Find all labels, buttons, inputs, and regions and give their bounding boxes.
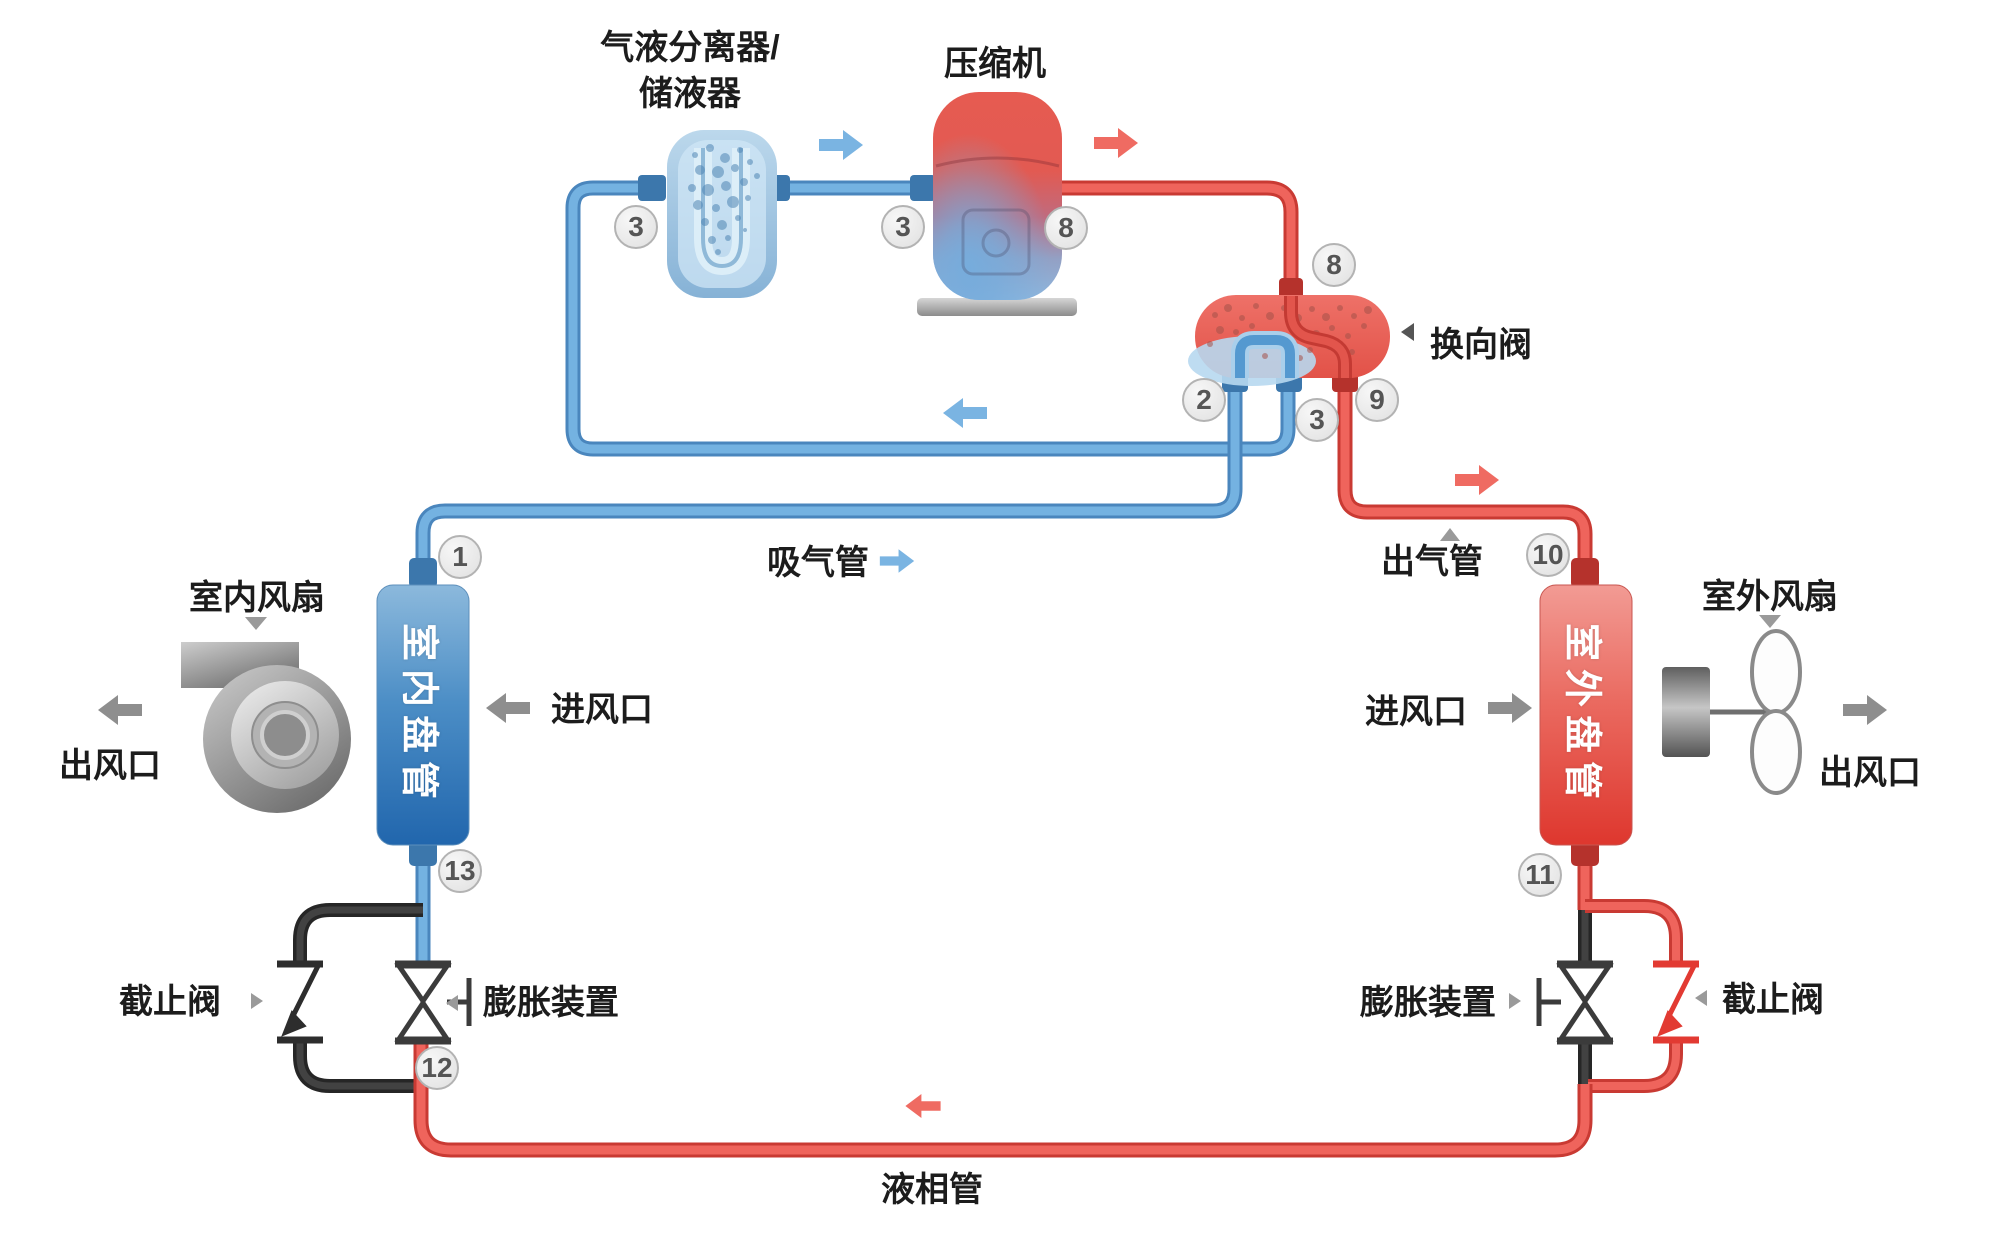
left-bypass-pipe (293, 903, 423, 1093)
separator-label-line2: 储液器 (638, 75, 741, 113)
marker-indoor-bottom: 13 (438, 849, 482, 893)
right-air-inlet-label: 进风口 (1365, 693, 1467, 731)
marker-outdoor-bottom: 11 (1518, 853, 1562, 897)
indoor-fan-icon (181, 642, 351, 813)
marker-indoor-top: 1 (438, 535, 482, 579)
marker-sep-left: 3 (614, 205, 658, 249)
pointer-right-right-expansion-icon (1509, 993, 1521, 1009)
separator-bubbles (688, 144, 760, 255)
indoor-coil-label: 室内盘管 (397, 622, 440, 808)
air-arrow-left-inlet-icon (486, 693, 530, 723)
air-arrow-left-outlet-icon (98, 695, 142, 725)
flow-arrow-discharge-icon (1455, 465, 1499, 495)
discharge-pipe (1040, 180, 1593, 592)
pointer-down-indoor-fan-icon (245, 617, 267, 630)
left-expansion-label: 膨胀装置 (483, 984, 619, 1022)
right-stop-valve-label: 截止阀 (1722, 981, 1824, 1019)
marker-valve-top: 8 (1312, 243, 1356, 287)
separator-label-line1: 气液分离器/ (600, 29, 780, 67)
compressor-vessel (917, 92, 1077, 316)
outdoor-coil-label: 室外盘管 (1560, 622, 1603, 808)
compressor-label: 压缩机 (944, 45, 1046, 83)
reversing-valve-body (1188, 295, 1390, 386)
left-air-outlet-label: 出风口 (59, 747, 161, 785)
discharge-pipe-label: 出气管 (1381, 543, 1483, 581)
indoor-coil (376, 584, 470, 846)
pointer-left-reversing-valve-icon (1401, 323, 1414, 341)
pointer-left-right-stop-icon (1695, 990, 1707, 1006)
pointer-down-outdoor-fan-icon (1759, 615, 1781, 628)
marker-comp-left: 3 (881, 205, 925, 249)
flow-arrow-return-icon (943, 398, 987, 428)
right-expansion-label: 膨胀装置 (1360, 984, 1496, 1022)
marker-outdoor-top: 10 (1526, 533, 1570, 577)
marker-comp-right: 8 (1044, 206, 1088, 250)
left-stop-valve-label: 截止阀 (119, 983, 221, 1021)
left-stop-valve-icon (277, 960, 323, 1044)
right-air-outlet-label: 出风口 (1819, 754, 1921, 792)
air-arrow-right-outlet-icon (1843, 695, 1887, 725)
suction-return-pipe (565, 180, 1296, 457)
left-air-inlet-label: 进风口 (551, 691, 653, 729)
flow-arrow-liquid-icon (905, 1094, 941, 1118)
marker-port-2: 2 (1182, 378, 1226, 422)
pointer-up-discharge-icon (1440, 528, 1460, 541)
pointer-right-left-stop-icon (251, 993, 263, 1009)
marker-port-3: 3 (1295, 398, 1339, 442)
right-expansion-valve-icon (1536, 960, 1614, 1045)
marker-port-9: 9 (1355, 378, 1399, 422)
separator-label: 气液分离器/ 储液器 (600, 25, 779, 117)
liquid-pipe-label: 液相管 (881, 1171, 983, 1209)
suction-pipe-label: 吸气管 (767, 544, 869, 582)
separator-vessel (667, 130, 777, 298)
outdoor-coil (1539, 584, 1633, 846)
left-expansion-valve-icon (394, 960, 472, 1045)
marker-expansion-out: 12 (415, 1046, 459, 1090)
flow-arrow-sep-to-comp-icon (819, 130, 863, 160)
indoor-fan-label: 室内风扇 (189, 579, 325, 617)
outdoor-fan-label: 室外风扇 (1702, 578, 1838, 616)
reversing-valve-label: 换向阀 (1430, 326, 1532, 364)
outdoor-fan-icon (1662, 629, 1802, 795)
suction-pipe (415, 383, 1243, 966)
flow-arrow-suction-icon (879, 549, 915, 573)
liquid-line-pipe (413, 838, 1683, 1158)
pointer-left-left-expansion-icon (446, 995, 458, 1011)
flow-arrow-comp-out-icon (1094, 128, 1138, 158)
air-arrow-right-inlet-icon (1488, 693, 1532, 723)
right-stop-valve-icon (1653, 960, 1699, 1044)
